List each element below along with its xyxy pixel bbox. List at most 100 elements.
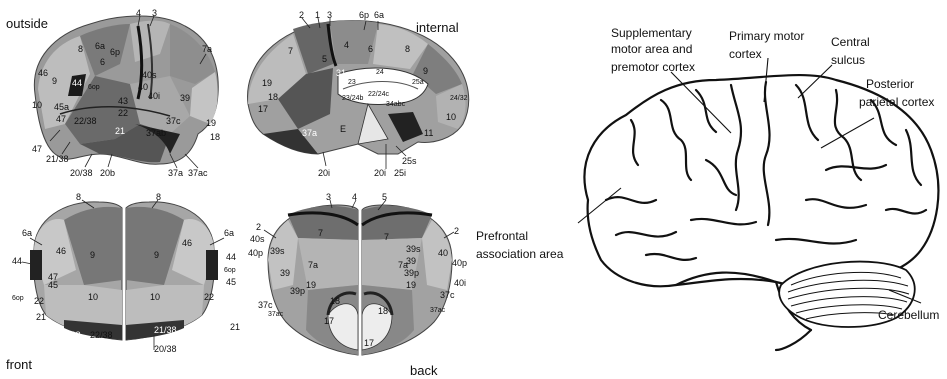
area-label: 8 [78, 44, 83, 54]
area-label: 22/38 [74, 116, 97, 126]
area-label: 40i [454, 278, 466, 288]
area-label: 8 [76, 192, 81, 202]
callout-supplementary-line1: Supplementary [611, 26, 692, 40]
area-label: 4 [352, 192, 357, 202]
area-label: 19 [206, 118, 216, 128]
area-label: 9 [423, 66, 428, 76]
area-label: 43 [118, 96, 128, 106]
area-label: 8 [405, 44, 410, 54]
area-label: 2 [299, 10, 304, 20]
area-label: 37ac [430, 307, 446, 314]
area-label: 39p [404, 268, 419, 278]
callout-primary-motor-line1: Primary motor [729, 29, 804, 43]
area-label: 44 [72, 78, 82, 88]
area-label: 10 [150, 292, 160, 302]
area-label: 6a [224, 228, 234, 238]
area-label: 21/38 [58, 330, 81, 340]
area-label: 10 [32, 100, 42, 110]
area-label: 9 [154, 250, 159, 260]
area-label: 40s [142, 70, 157, 80]
callout-posterior-parietal-line1: Posterior [866, 77, 914, 91]
area-label: 17 [324, 316, 334, 326]
area-label: 40p [248, 248, 263, 258]
callout-posterior-parietal-line2: parietal cortex [859, 95, 934, 109]
callout-central-sulcus-line1: Central [831, 35, 870, 49]
area-label: 37c [258, 300, 273, 310]
area-label: 22 [204, 292, 214, 302]
area-label: 37ab [146, 128, 166, 138]
area-label: 18 [210, 132, 220, 142]
area-label: 11 [424, 128, 433, 138]
area-label: 2 [256, 222, 261, 232]
area-label: 20/38 [70, 168, 93, 178]
area-label: 39s [406, 244, 421, 254]
area-label: 40s [250, 234, 265, 244]
area-label: 39s [270, 246, 285, 256]
area-label: 37a [168, 168, 183, 178]
lateral-brain-map: 4 3 8 6a 6p 46 44 6 6op 9 40s 40 40i 39 … [20, 4, 230, 184]
area-label: 20i [318, 168, 330, 178]
area-label: 45a [54, 102, 69, 112]
area-label: 6 [368, 44, 373, 54]
area-label: 46 [56, 246, 66, 256]
area-label: 7 [384, 232, 389, 242]
area-label: 20b [100, 168, 115, 178]
area-label: 45 [226, 277, 236, 287]
area-label: 37a [302, 128, 317, 138]
area-label: 47 [56, 114, 66, 124]
posterior-brain-map: 3 4 5 2 2 40s 40p 39s 7a 7a 7 7 39 39 39… [248, 190, 472, 360]
area-label: 19 [262, 78, 272, 88]
area-label: 40 [138, 82, 148, 92]
area-label: 6op [88, 84, 100, 91]
area-label: 20/38 [154, 344, 177, 354]
area-label: 18 [268, 92, 278, 102]
area-label: 9 [90, 250, 95, 260]
area-label: 17 [364, 338, 374, 348]
area-label: 3 [152, 8, 157, 18]
area-label: 6a [22, 228, 32, 238]
lateral-brain-shape [34, 16, 218, 164]
area-label: 22/38 [90, 330, 113, 340]
area-label: 6p [359, 10, 369, 20]
area-label: 5 [322, 54, 327, 64]
area-label: 6p [110, 47, 120, 57]
area-label: 9 [52, 76, 57, 86]
area-label: 25a [412, 79, 424, 86]
area-label: 17 [258, 104, 268, 114]
area-label: 37ac [188, 168, 208, 178]
area-label: 7 [288, 46, 293, 56]
area-label: 39 [180, 93, 190, 103]
area-label: 6a [374, 10, 384, 20]
area-label: 6op [224, 267, 236, 274]
area-label: 47 [32, 144, 42, 154]
medial-brain-map: 2 1 3 6p 6a 4 6 5 8 7 31 24 9 19 17 18 1… [238, 4, 476, 184]
callout-central-sulcus-line2: sulcus [831, 53, 865, 67]
area-label: 37ac [268, 311, 284, 318]
area-label: 10 [446, 112, 456, 122]
area-label: 39 [406, 256, 416, 266]
medial-brain-shape [248, 20, 469, 154]
area-label: 3 [326, 192, 331, 202]
area-label: 34abc [386, 101, 406, 108]
area-label: 4 [344, 40, 349, 50]
area-label: 21 [36, 312, 46, 322]
area-label: 6a [95, 41, 105, 51]
callout-prefrontal-line2: association area [476, 247, 564, 261]
area-label: 10 [88, 292, 98, 302]
callout-prefrontal-line1: Prefrontal [476, 229, 528, 243]
area-label: 21/38 [154, 325, 177, 335]
area-label: 37c [440, 290, 455, 300]
area-label: 23/24b [342, 95, 364, 102]
area-label: 40 [438, 248, 448, 258]
area-label: 37c [166, 116, 181, 126]
functional-brain-diagram: Supplementary motor area and premotor co… [476, 0, 947, 379]
callout-supplementary-line3: premotor cortex [611, 60, 695, 74]
area-label: 40i [148, 91, 160, 101]
area-label: 2 [454, 226, 459, 236]
area-label: 45 [48, 280, 58, 290]
area-label: 25s [402, 156, 417, 166]
callout-supplementary-line2: motor area and [611, 42, 692, 56]
area-label: 39p [290, 286, 305, 296]
area-label: 20i [374, 168, 386, 178]
area-label: 46 [38, 68, 48, 78]
